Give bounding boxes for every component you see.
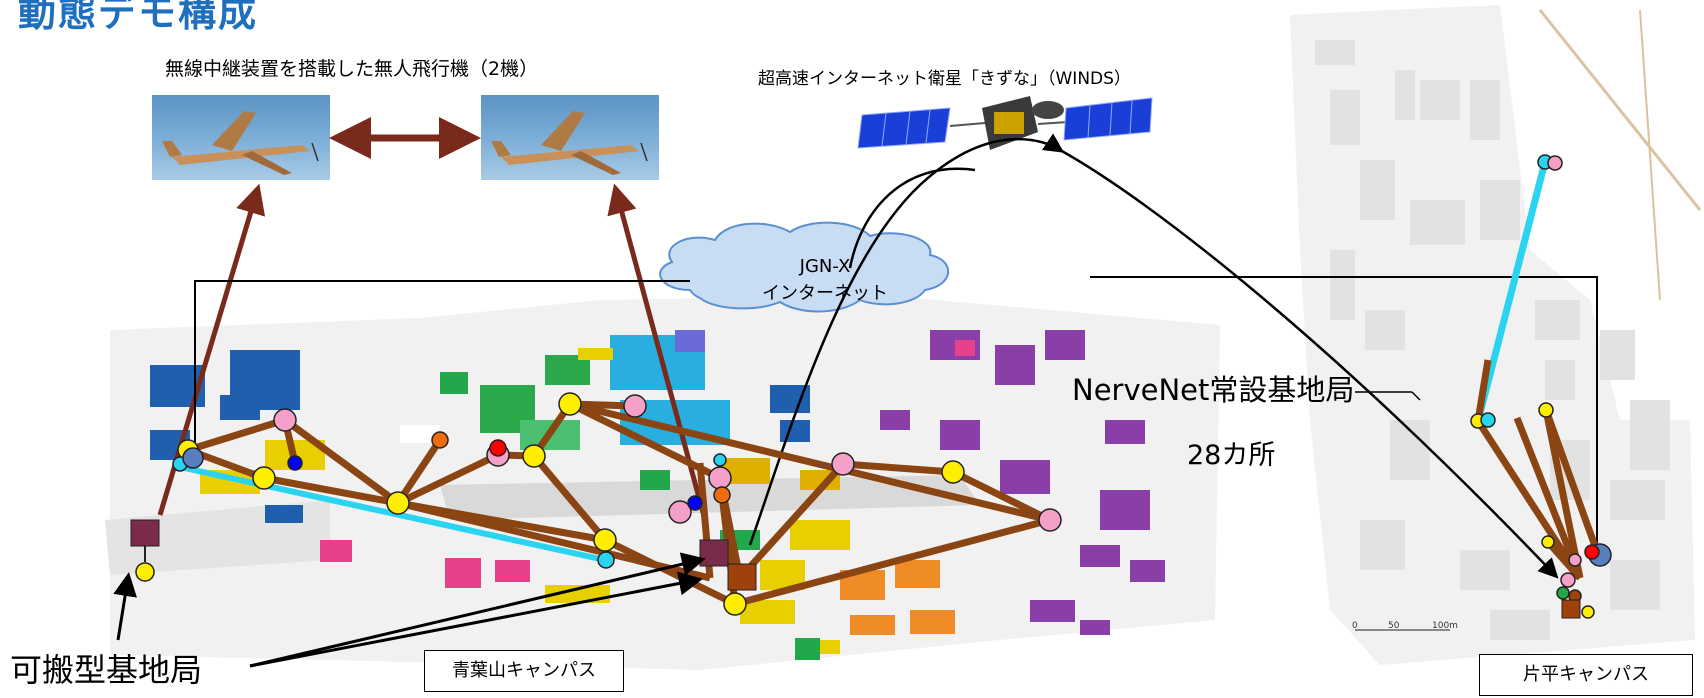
nervenet-label: NerveNet常設基地局 — [1072, 373, 1355, 407]
portable-station-1 — [130, 519, 160, 547]
satellite-terminal — [727, 563, 757, 591]
nervenet-links-katahira — [1474, 359, 1604, 581]
aobayama-map — [105, 295, 1220, 670]
label-arrow-2 — [249, 552, 706, 668]
drone-photo-1 — [152, 95, 330, 180]
drone-photo-2 — [481, 95, 659, 180]
satellite-caption: 超高速インターネット衛星「きずな」（WINDS） — [758, 69, 1131, 89]
cloud-label-2: インターネット — [762, 283, 888, 304]
nervenet-nodes-katahira — [1470, 154, 1612, 619]
svg-text:50: 50 — [1388, 621, 1400, 631]
satellite-terminal-katahira — [1561, 599, 1581, 619]
nervenet-nodes-aobayama — [135, 392, 1062, 616]
drone-icon — [491, 111, 648, 175]
campus-label-katahira: 片平キャンパス — [1479, 654, 1693, 696]
katahira-map: 0 50 100m — [1290, 5, 1702, 665]
satellite-icon — [857, 96, 1153, 150]
satellite-link-up — [848, 167, 976, 269]
portable-base-label: 可搬型基地局 — [10, 651, 203, 689]
wireless-link — [179, 464, 606, 563]
cloud-icon — [659, 221, 950, 313]
drone-caption: 無線中継装置を搭載した無人飛行機（2機） — [165, 58, 539, 80]
label-arrow-3 — [249, 571, 703, 668]
portable-station-2 — [699, 539, 729, 567]
campus-label-aobayama: 青葉山キャンパス — [424, 650, 624, 692]
cloud-link-aobayama — [194, 280, 690, 460]
nervenet-leader-tick — [1411, 391, 1421, 401]
page-title: 動態デモ構成 — [18, 0, 259, 35]
svg-text:100m: 100m — [1432, 621, 1458, 631]
svg-text:0: 0 — [1352, 621, 1358, 631]
satellite-link-aobayama — [748, 133, 1065, 546]
station-count: 28カ所 — [1187, 440, 1276, 471]
wireless-link-katahira — [1474, 161, 1549, 422]
satellite-link-katahira — [1059, 148, 1559, 579]
cloud-label-1: JGN-X — [799, 256, 851, 277]
label-arrow-1 — [113, 572, 137, 641]
drone-icon — [162, 111, 319, 175]
cloud-link-katahira — [1090, 276, 1598, 562]
